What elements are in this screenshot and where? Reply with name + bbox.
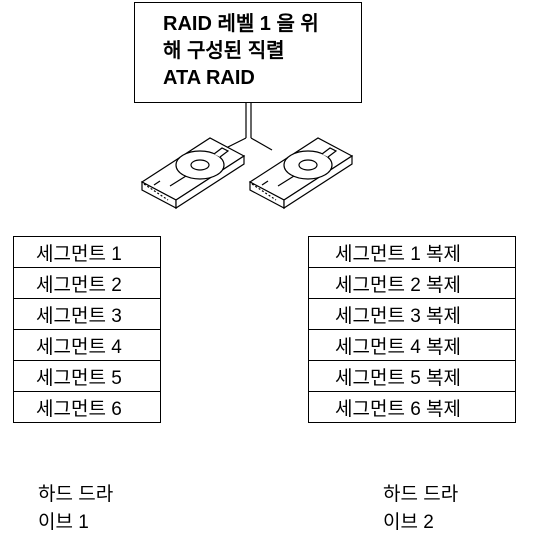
table-row: 세그먼트 3 복제 — [308, 298, 516, 330]
segment-copy-cell: 세그먼트 3 복제 — [308, 298, 516, 330]
hard-drive-2-label: 하드 드라 이브 2 — [383, 481, 458, 537]
raid-box-line-3: ATA RAID — [163, 67, 255, 89]
segment-cell: 세그먼트 6 — [13, 391, 161, 423]
drive-1-label-line-2: 이브 1 — [38, 512, 89, 533]
segment-cell: 세그먼트 4 — [13, 329, 161, 361]
raid-controller-box: RAID 레벨 1 을 위 해 구성된 직렬 ATA RAID — [134, 2, 362, 103]
segment-copy-cell: 세그먼트 2 복제 — [308, 267, 516, 299]
hard-drive-2-icon — [248, 137, 354, 210]
segment-copy-cell: 세그먼트 6 복제 — [308, 391, 516, 423]
hard-drive-1-icon — [140, 137, 246, 210]
segment-cell: 세그먼트 2 — [13, 267, 161, 299]
table-row: 세그먼트 6 — [13, 391, 161, 423]
segment-copy-cell: 세그먼트 4 복제 — [308, 329, 516, 361]
table-row: 세그먼트 4 복제 — [308, 329, 516, 361]
table-row: 세그먼트 5 — [13, 360, 161, 392]
raid-box-line-1: RAID 레벨 1 을 위 — [163, 13, 319, 35]
connector-and-drives — [140, 103, 354, 210]
segment-copy-cell: 세그먼트 1 복제 — [308, 236, 516, 268]
table-row: 세그먼트 6 복제 — [308, 391, 516, 423]
table-row: 세그먼트 1 복제 — [308, 236, 516, 268]
raid-box-line-2: 해 구성된 직렬 — [163, 40, 285, 62]
segment-cell: 세그먼트 3 — [13, 298, 161, 330]
segment-cell: 세그먼트 5 — [13, 360, 161, 392]
hard-drive-1-label: 하드 드라 이브 1 — [38, 481, 113, 537]
drive-1-segment-table: 세그먼트 1 세그먼트 2 세그먼트 3 세그먼트 4 세그먼트 5 세그먼트 … — [13, 236, 161, 423]
table-row: 세그먼트 2 복제 — [308, 267, 516, 299]
drive-2-label-line-1: 하드 드라 — [383, 484, 459, 505]
segment-cell: 세그먼트 1 — [13, 236, 161, 268]
segment-copy-cell: 세그먼트 5 복제 — [308, 360, 516, 392]
table-row: 세그먼트 4 — [13, 329, 161, 361]
drive-2-label-line-2: 이브 2 — [383, 512, 434, 533]
drive-2-segment-table: 세그먼트 1 복제 세그먼트 2 복제 세그먼트 3 복제 세그먼트 4 복제 … — [308, 236, 516, 423]
table-row: 세그먼트 5 복제 — [308, 360, 516, 392]
table-row: 세그먼트 2 — [13, 267, 161, 299]
drive-1-label-line-1: 하드 드라 — [38, 484, 114, 505]
connector-lines — [221, 103, 273, 151]
table-row: 세그먼트 1 — [13, 236, 161, 268]
table-row: 세그먼트 3 — [13, 298, 161, 330]
